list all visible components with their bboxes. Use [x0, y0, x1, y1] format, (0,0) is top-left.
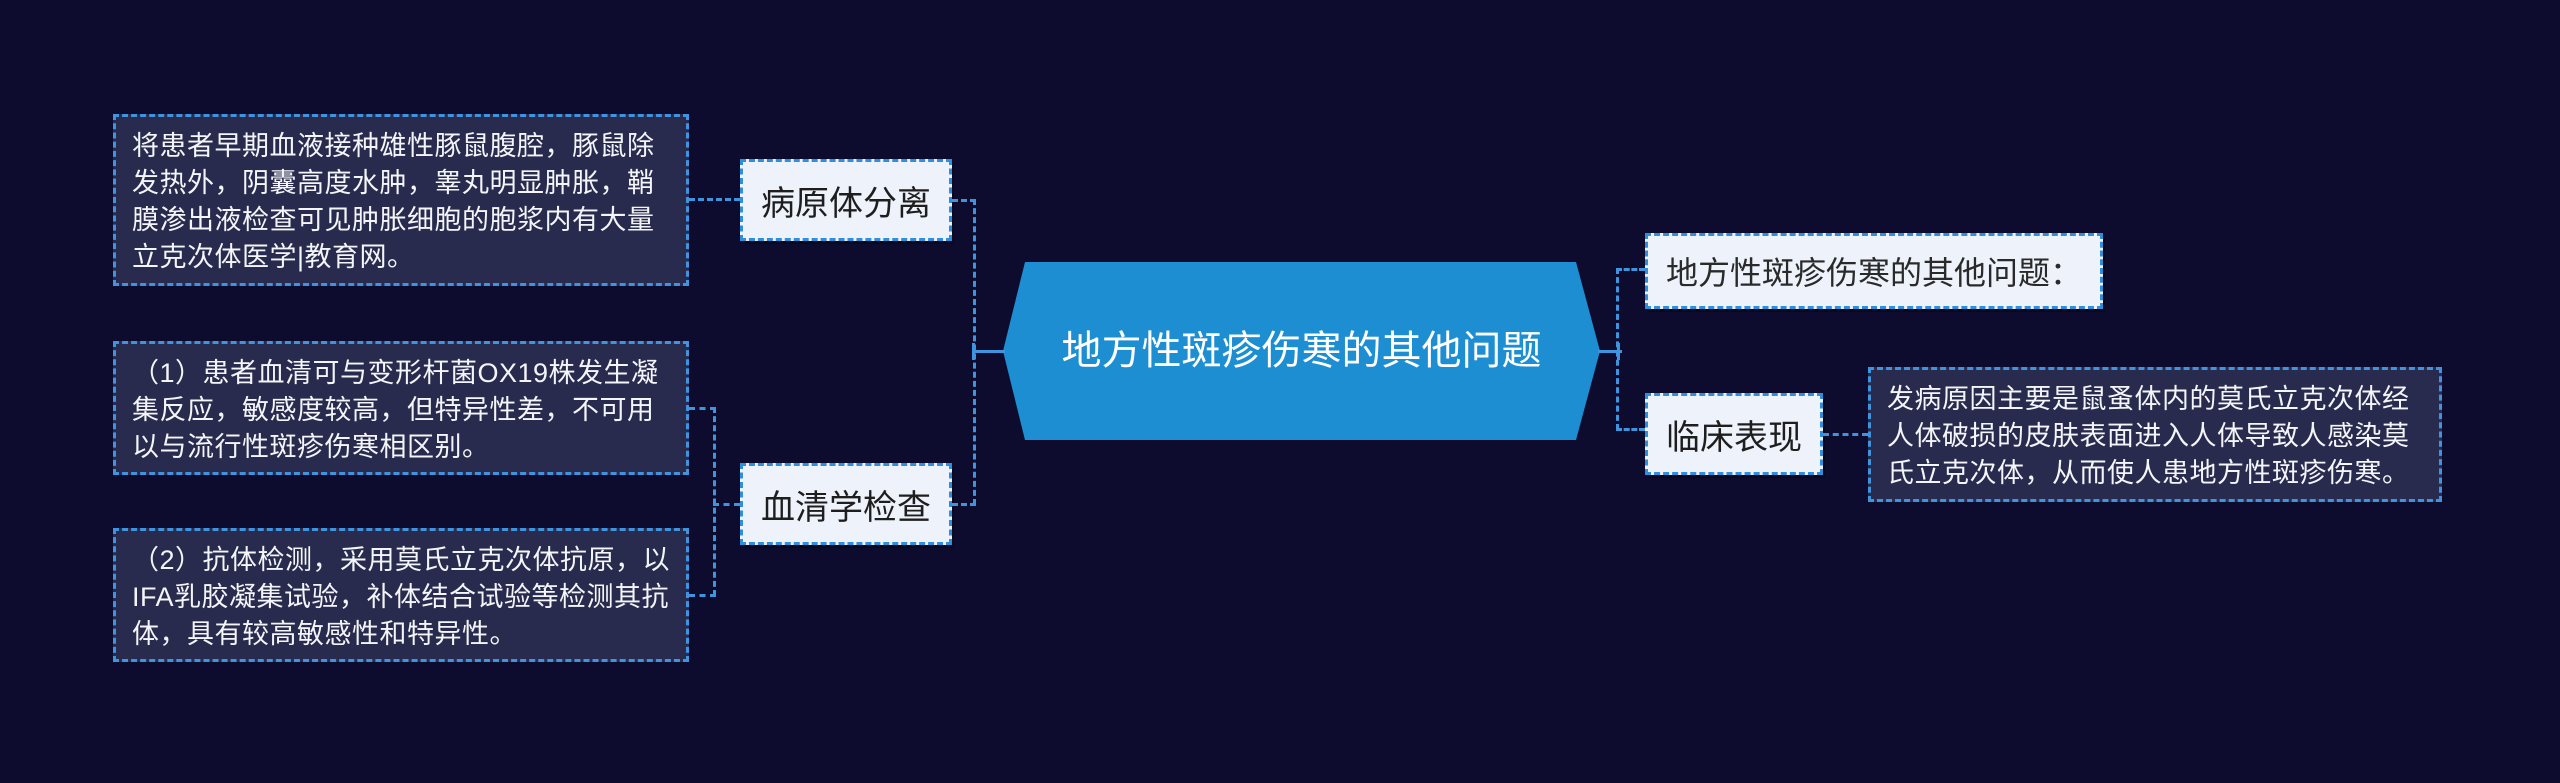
connector-serology-stem-to-label: [713, 503, 740, 506]
serology-label: 血清学检查: [761, 488, 931, 527]
serology-node[interactable]: 血清学检查: [740, 463, 952, 545]
pathogen-isolation-label: 病原体分离: [761, 184, 931, 223]
center-topic-node[interactable]: 地方性斑疹伤寒的其他问题: [1003, 262, 1600, 440]
connector-left-trunk-to-center: [973, 350, 1005, 353]
pathogen-isolation-node[interactable]: 病原体分离: [740, 159, 952, 241]
connector-left-junction-tick: [972, 343, 975, 360]
clinical-note-card[interactable]: 发病原因主要是鼠蚤体内的莫氏立克次体经人体破损的皮肤表面进入人体导致人感染莫氏立…: [1868, 367, 2442, 502]
right-heading-label: 地方性斑疹伤寒的其他问题：: [1666, 255, 2083, 291]
connector-trunk-to-heading: [1616, 268, 1645, 271]
connector-serology-stem: [713, 407, 716, 596]
connector-serology-label-to-trunk: [952, 503, 976, 506]
clinical-label: 临床表现: [1666, 418, 1802, 457]
connector-serology-note1-to-stem: [689, 407, 716, 410]
right-heading-node[interactable]: 地方性斑疹伤寒的其他问题：: [1645, 233, 2103, 309]
serology-note-card-1[interactable]: （1）患者血清可与变形杆菌OX19株发生凝集反应，敏感度较高，但特异性差，不可用…: [113, 341, 689, 475]
connector-trunk-to-clinical: [1616, 428, 1645, 431]
clinical-node[interactable]: 临床表现: [1645, 393, 1823, 475]
serology-note-card-2[interactable]: （2）抗体检测，采用莫氏立克次体抗原，以IFA乳胶凝集试验，补体结合试验等检测其…: [113, 528, 689, 662]
connector-center-to-right-trunk: [1598, 350, 1622, 353]
connector-right-trunk: [1616, 268, 1619, 430]
connector-pathogen-label-to-trunk: [952, 199, 976, 202]
center-topic-label: 地方性斑疹伤寒的其他问题: [1061, 329, 1542, 373]
connector-clinical-to-note: [1823, 433, 1868, 436]
connector-pathogen-note-to-label: [689, 198, 740, 201]
pathogen-note-card[interactable]: 将患者早期血液接种雄性豚鼠腹腔，豚鼠除发热外，阴囊高度水肿，睾丸明显肿胀，鞘膜渗…: [113, 114, 689, 286]
connector-serology-note2-to-stem: [689, 594, 716, 597]
